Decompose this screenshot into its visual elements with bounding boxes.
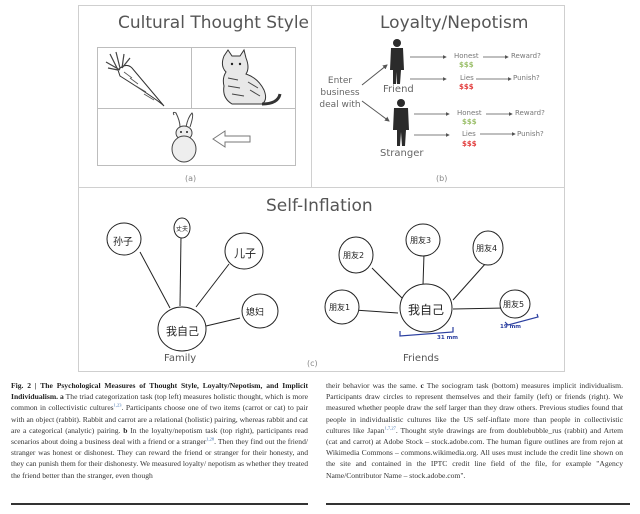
friend-punish-label: Punish? <box>513 74 540 82</box>
stranger-reward-label: Reward? <box>515 109 545 117</box>
arrow-to-stranger <box>361 100 390 122</box>
caption-a-ref[interactable]: 1,23 <box>113 402 122 408</box>
caption-c-text-1: The sociogram task (bottom) measures imp… <box>326 381 623 435</box>
panel-c-label: (c) <box>307 359 318 368</box>
caption-a-text-1: The triad categorization task (top left)… <box>11 392 308 413</box>
friend2-text: 朋友2 <box>343 251 365 260</box>
caption-c-text-2: . Thought style drawings are from double… <box>326 425 624 480</box>
caption-c-label: c <box>420 381 424 390</box>
triad-grid <box>97 47 296 166</box>
caption-a-label: a <box>60 392 64 402</box>
family-son-circle <box>224 232 264 270</box>
caption-rule-left <box>11 503 308 505</box>
stranger-punish-label: Punish? <box>517 130 544 138</box>
triad-cell-rabbit <box>98 109 295 165</box>
caption-column-left: Fig. 2 | The Psychological Measures of T… <box>11 380 308 481</box>
triad-cell-carrot <box>98 48 192 109</box>
family-daughter-in-law-text: 媳妇 <box>246 308 265 318</box>
carrot-icon <box>105 51 165 107</box>
friend-figure-icon <box>390 39 404 84</box>
friend-lies-money: $$$ <box>459 83 474 91</box>
enter-line-1: Enter <box>327 76 353 86</box>
enter-line-2: business <box>320 88 360 98</box>
measure-self-text: 31 mm <box>437 335 459 341</box>
friend1-circle <box>324 289 360 325</box>
measure-other-text: 19 mm <box>500 324 522 330</box>
friend5-text: 朋友5 <box>503 300 525 309</box>
family-label: Family <box>164 353 197 364</box>
enter-business-text: Enter business deal with <box>317 75 363 111</box>
enter-line-3: deal with <box>319 100 361 110</box>
friends-label: Friends <box>403 353 439 364</box>
panel-divider-horizontal <box>78 187 565 188</box>
rabbit-icon <box>171 111 197 163</box>
caption-b-text-continued: their behavior was the same. <box>326 381 418 390</box>
friends-self-circle <box>399 283 453 333</box>
friend3-text: 朋友3 <box>410 236 432 245</box>
caption-a-text-2: . Participants choose one of two items (… <box>11 403 309 435</box>
friend-honest-money: $$$ <box>459 61 474 69</box>
measurement-brackets <box>399 313 539 337</box>
family-grandson-text: 孙子 <box>113 237 133 248</box>
stranger-honest-label: Honest <box>457 109 482 117</box>
friend-lies-label: Lies <box>460 74 474 82</box>
stranger-lies-money: $$$ <box>462 140 477 148</box>
figure-frame <box>78 5 565 372</box>
triad-cell-cat <box>192 48 295 109</box>
stranger-label: Stranger <box>380 148 424 159</box>
family-son-text: 儿子 <box>234 247 256 260</box>
friend3-circle <box>405 223 441 257</box>
sociogram-drawings <box>106 217 539 352</box>
panel-b-label: (b) <box>436 174 448 183</box>
stranger-honest-money: $$$ <box>462 118 477 126</box>
caption-c-ref[interactable]: 1,7,27 <box>384 425 396 431</box>
friend-reward-label: Reward? <box>511 52 541 60</box>
friends-self-text: 我自己 <box>408 303 445 317</box>
figure-label: Fig. 2 | The Psychological Measures of T… <box>11 381 308 402</box>
friend2-circle <box>338 236 374 274</box>
left-arrow-icon <box>212 130 251 148</box>
friend-label: Friend <box>383 84 414 95</box>
caption-b-label: b <box>123 425 128 435</box>
friend5-circle <box>499 289 531 319</box>
caption-column-right: their behavior was the same. c The socio… <box>326 380 623 481</box>
panel-b-title: Loyalty/Nepotism <box>380 13 529 33</box>
caption-b-text-2: . Then they find out the friend/ strange… <box>11 437 308 480</box>
friend-honest-label: Honest <box>454 52 479 60</box>
friend1-text: 朋友1 <box>329 303 351 312</box>
panel-c-title: Self-Inflation <box>266 196 373 216</box>
caption-b-ref[interactable]: 1,28 <box>206 436 215 442</box>
stranger-figure-icon <box>393 99 409 146</box>
family-husband-text: 丈夫 <box>176 226 189 233</box>
arrow-to-friend <box>361 64 388 86</box>
caption-rule-right <box>326 503 630 505</box>
friend4-text: 朋友4 <box>476 244 498 253</box>
panel-a-title: Cultural Thought Style <box>118 13 310 33</box>
friend4-circle <box>472 230 504 266</box>
stranger-lies-label: Lies <box>462 130 476 138</box>
family-self-text: 我自己 <box>166 325 199 338</box>
family-grandson-circle <box>106 222 142 256</box>
panel-divider-vertical <box>311 5 312 187</box>
family-self-circle <box>157 306 207 352</box>
family-husband-circle <box>173 217 191 239</box>
caption-b-text-1: In the loyalty/nepotism task (top right)… <box>11 425 308 447</box>
cat-icon <box>221 48 282 106</box>
family-daughter-in-law-circle <box>241 293 279 329</box>
loyalty-diagram <box>361 39 516 146</box>
panel-a-label: (a) <box>185 174 197 183</box>
